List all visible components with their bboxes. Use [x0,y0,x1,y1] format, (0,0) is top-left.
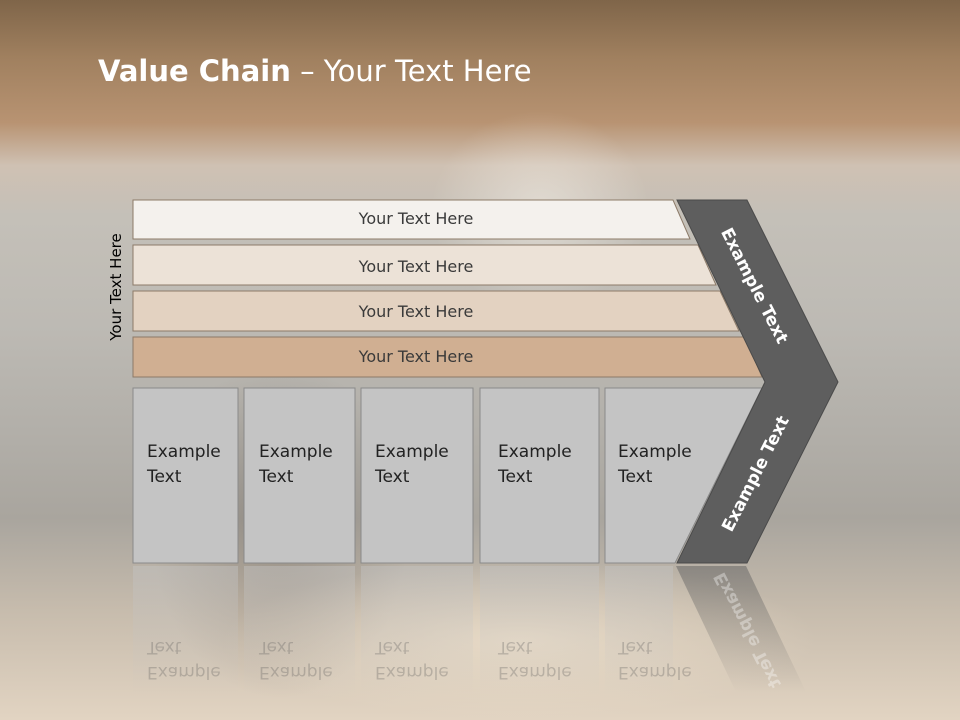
activity-box-1-line1: Example [147,442,221,462]
bar-3-label: Your Text Here [358,302,474,321]
activity-box-5-line1: Example [618,442,692,462]
bar-4-label: Your Text Here [358,347,474,366]
activity-box-1-line2: Text [147,467,182,487]
bar-3[interactable] [132,290,740,332]
activity-box-2-line1: Example [259,442,333,462]
activity-box-2-reflection-line1: Example [259,662,333,682]
activity-box-3-reflection [361,566,473,696]
chevron-reflection [676,566,806,692]
activity-box-2[interactable] [243,387,356,564]
bar-4[interactable] [132,336,763,378]
activity-box-5-label: Example Text [618,440,692,490]
bar-1-label: Your Text Here [358,209,474,228]
slide-title-bold: Value Chain [98,54,291,88]
slide-title-rest: – Your Text Here [290,54,532,88]
activity-box-4-label: Example Text [498,440,572,490]
activity-box-5-reflection-line2: Text [618,637,653,657]
activity-box-5-line2: Text [618,467,653,487]
bar-2[interactable] [132,244,717,286]
activity-box-3-reflection-label: Example Text [375,634,449,684]
activity-box-3-label: Example Text [375,440,449,490]
slide-title[interactable]: Value Chain – Your Text Here [98,54,532,88]
activity-box-1-reflection-line1: Example [147,662,221,682]
activity-box-3-reflection-line2: Text [375,637,410,657]
activity-box-3-line2: Text [375,467,410,487]
activity-box-2-reflection-line2: Text [259,637,294,657]
activity-box-4-reflection [480,566,599,696]
activity-box-4-line1: Example [498,442,572,462]
activity-box-2-reflection [244,566,355,696]
activity-box-2-reflection-label: Example Text [259,634,333,684]
activity-box-2-label: Example Text [259,440,333,490]
activity-box-1-reflection [133,566,238,696]
activity-box-4-reflection-label: Example Text [498,634,572,684]
bar-2-label: Your Text Here [358,257,474,276]
bar-1[interactable] [132,199,691,240]
activity-box-4-line2: Text [498,467,533,487]
activity-box-4-reflection-line2: Text [498,637,533,657]
activity-box-3[interactable] [360,387,474,564]
activity-box-1-label: Example Text [147,440,221,490]
activity-box-3-reflection-line1: Example [375,662,449,682]
activity-box-1[interactable] [132,387,239,564]
activity-box-1-reflection-label: Example Text [147,634,221,684]
activity-box-4-reflection-line1: Example [498,662,572,682]
activity-box-1-reflection-line2: Text [147,637,182,657]
activity-box-3-line1: Example [375,442,449,462]
activity-box-5-reflection-label: Example Text [618,634,692,684]
activity-box-4[interactable] [479,387,600,564]
activity-box-5-reflection-line1: Example [618,662,692,682]
margin-chevron[interactable] [676,199,839,564]
activity-box-5-reflection [605,566,673,696]
activity-box-2-line2: Text [259,467,294,487]
activity-box-5[interactable] [604,387,763,564]
